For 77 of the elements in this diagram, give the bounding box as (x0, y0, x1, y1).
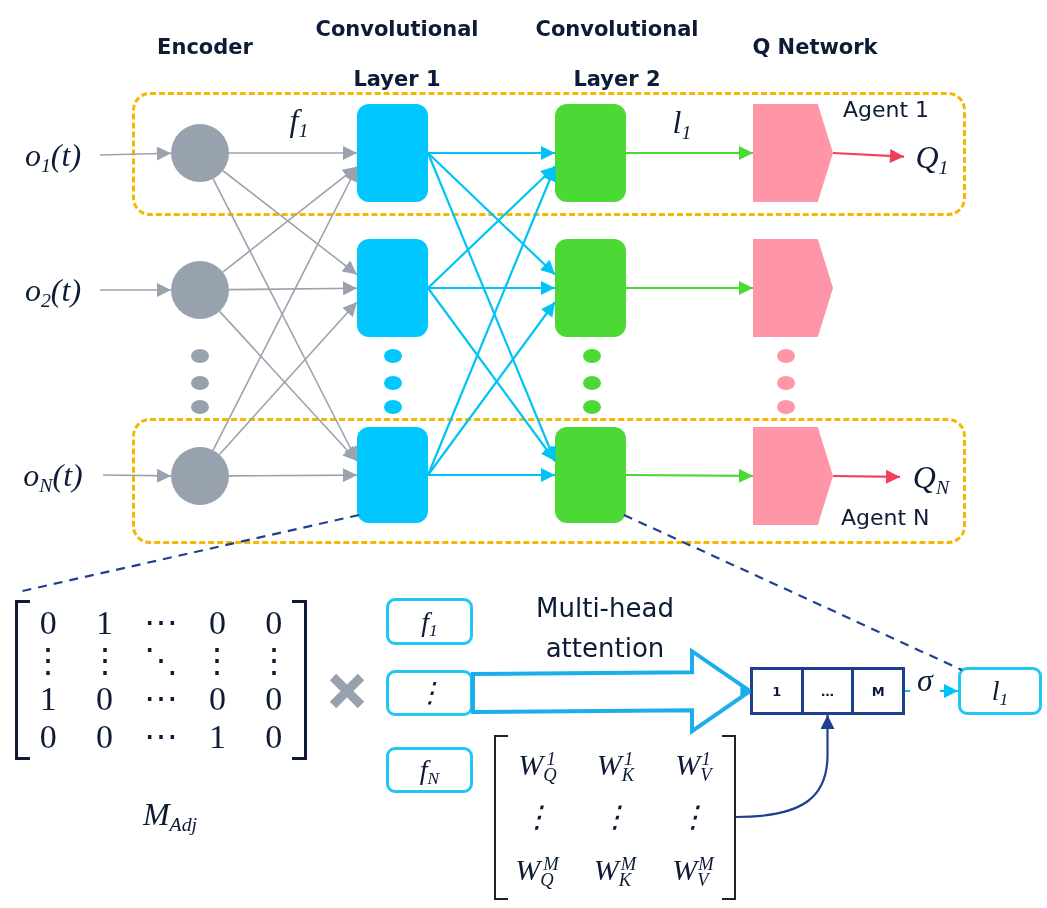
matrix-entry: ⋯ (143, 682, 179, 716)
input-label: o$_{1}$(t) (6, 130, 100, 180)
feature-box: ⋮ (386, 670, 473, 716)
arrow (832, 148, 905, 163)
agent-group (132, 418, 966, 544)
arrow (428, 281, 555, 295)
arrow (735, 715, 835, 819)
arrow (99, 146, 172, 161)
matrix-entry: 0 (38, 606, 58, 640)
q-value-label: Q$_{1}$ (904, 134, 960, 180)
arrow (228, 146, 358, 160)
conv-layer-block (555, 427, 626, 523)
head-cell: M (851, 670, 902, 712)
matrix-entry: 1 (95, 606, 115, 640)
block-arrow (471, 647, 752, 735)
matrix-entry: ⋮ (199, 644, 236, 678)
matrix-entry: ⋮ (677, 802, 709, 833)
matrix-label: M$_{Adj}$ (141, 795, 199, 837)
matrix-entry: 0 (207, 606, 227, 640)
matrix-entry: ⋯ (143, 606, 179, 640)
q-network-block (753, 427, 833, 525)
encoder-node (171, 261, 229, 319)
edge-label: Multi-head attention (535, 592, 675, 665)
matrix-entry: 0 (264, 606, 284, 640)
matrix-entry: ⋯ (143, 720, 179, 754)
arrow (626, 281, 753, 295)
matrix-entry: ⋮ (30, 644, 67, 678)
conv-layer-block (555, 104, 626, 202)
agent-label: Agent N (841, 505, 930, 530)
conv-layer-block (555, 239, 626, 337)
arrow (427, 165, 556, 289)
zoom-line (623, 514, 963, 671)
arrow (428, 468, 555, 482)
matrix-entry: ⋮ (521, 802, 553, 833)
arrow (626, 146, 753, 160)
conv-layer-block (357, 239, 428, 337)
matrix-entry: ⋮ (599, 802, 631, 833)
conv-layer-block (357, 427, 428, 523)
matrix-entry: 0 (207, 682, 227, 716)
attention-head-block (750, 667, 905, 715)
arrow (427, 152, 556, 276)
arrow (626, 468, 753, 483)
matrix-entry: ⋮ (86, 644, 123, 678)
output-box: l$_{1}$ (958, 667, 1042, 715)
matrix-entry: 0 (95, 720, 115, 754)
arrow (833, 469, 900, 484)
q-network-block (753, 239, 833, 337)
matrix-entry: 0 (95, 682, 115, 716)
column-header: Convolutional Layer 2 (534, 16, 700, 93)
arrow (428, 146, 555, 160)
matrix-entry: 1 (38, 682, 58, 716)
encoder-node (171, 447, 229, 505)
head-cell-text: 1 (771, 682, 783, 701)
arrow (228, 468, 358, 483)
q-value-label: Q$_{N}$ (900, 453, 962, 501)
conv-layer-block (357, 104, 428, 202)
arrow (228, 281, 358, 296)
column-header: Convolutional Layer 1 (314, 16, 480, 93)
q-network-block (753, 104, 833, 202)
matrix-entry: 0 (264, 720, 284, 754)
agent-group (132, 92, 966, 216)
matrix-entry: ⋱ (143, 644, 179, 678)
feature-box: f$_{1}$ (386, 598, 473, 645)
matrix-entry: ⋮ (255, 644, 292, 678)
input-label: o$_{N}$(t) (3, 450, 103, 500)
agent-label: Agent 1 (843, 97, 930, 122)
matrix-entry: 1 (207, 720, 227, 754)
arrow (102, 468, 172, 483)
encoder-node (171, 124, 229, 182)
column-header: Encoder (156, 34, 254, 61)
head-cell: … (800, 670, 852, 712)
matrix-entry: 0 (264, 682, 284, 716)
arrow (99, 283, 172, 297)
matrix-entry: 0 (38, 720, 58, 754)
input-label: o$_{2}$(t) (6, 265, 100, 315)
column-header: Q Network (751, 34, 879, 61)
feature-box: f$_{N}$ (386, 747, 473, 793)
